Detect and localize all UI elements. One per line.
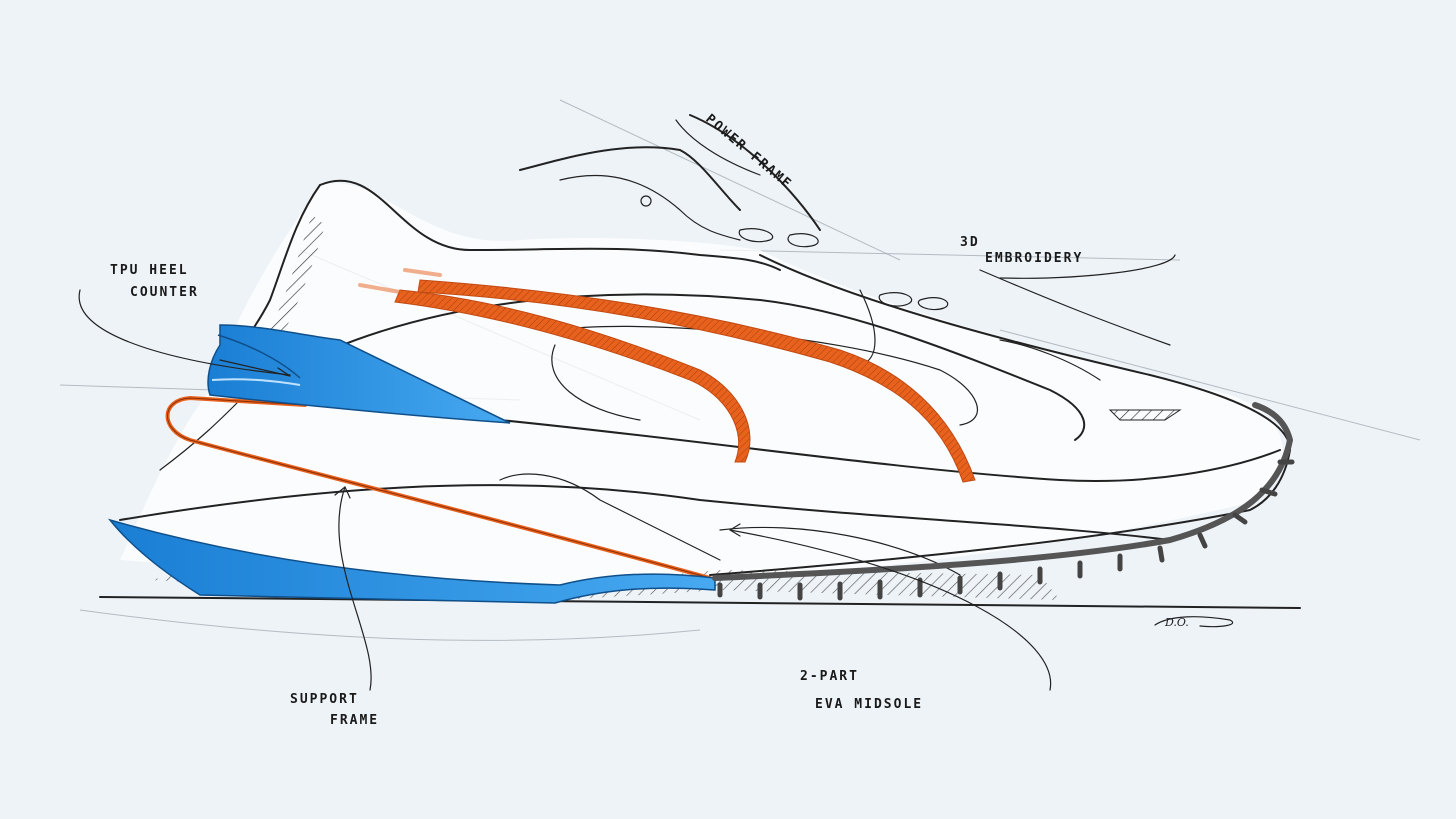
- upper-outline: [119, 114, 1291, 576]
- annotation-power-frame: POWER FRAME: [702, 112, 794, 193]
- svg-text:D.O.: D.O.: [1164, 616, 1189, 629]
- svg-text:COUNTER: COUNTER: [130, 285, 199, 300]
- grey-outsole: [712, 402, 1295, 601]
- annotation-eva-midsole: 2-PART EVA MIDSOLE: [800, 669, 923, 712]
- svg-text:SUPPORT: SUPPORT: [290, 692, 359, 707]
- upper-body-fill: [120, 183, 1283, 595]
- svg-text:FRAME: FRAME: [330, 713, 379, 728]
- svg-text:EVA MIDSOLE: EVA MIDSOLE: [815, 697, 923, 712]
- annotation-tpu-heel-counter: TPU HEEL COUNTER: [110, 263, 199, 300]
- svg-text:TPU HEEL: TPU HEEL: [110, 263, 189, 278]
- ground-line: [99, 596, 1301, 609]
- blue-outsole: [107, 518, 716, 604]
- svg-text:POWER FRAME: POWER FRAME: [702, 112, 794, 193]
- blue-heel-counter: [207, 324, 511, 424]
- svg-text:EMBROIDERY: EMBROIDERY: [985, 251, 1083, 266]
- leader-lines: [78, 254, 1176, 691]
- svg-text:2-PART: 2-PART: [800, 669, 859, 684]
- heel-collar-hatch: [270, 215, 325, 330]
- annotation-3d-embroidery: 3D EMBROIDERY: [960, 235, 1083, 266]
- svg-text:3D: 3D: [960, 235, 980, 250]
- artist-signature: D.O.: [1154, 616, 1234, 629]
- annotation-support-frame: SUPPORT FRAME: [290, 692, 379, 728]
- orange-stripes: [165, 268, 976, 580]
